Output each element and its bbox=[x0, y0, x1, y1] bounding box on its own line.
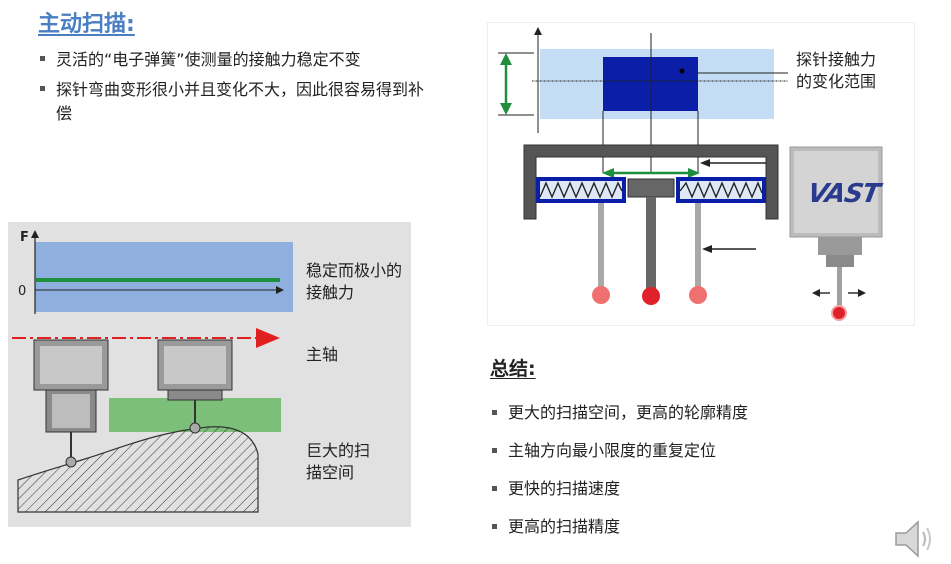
scan-space-figure: F 0 稳定而极小的接触力 主轴 巨大的扫描空间 bbox=[8, 222, 411, 527]
summary-item: 更快的扫描速度 bbox=[490, 478, 910, 500]
spindle-label: 主轴 bbox=[306, 345, 339, 364]
summary-item: 主轴方向最小限度的重复定位 bbox=[490, 440, 910, 462]
speaker-icon[interactable] bbox=[890, 518, 936, 560]
summary-item: 更高的扫描精度 bbox=[490, 516, 910, 538]
force-label: 稳定而极小的接触力 bbox=[306, 261, 403, 302]
summary-title: 总结: bbox=[490, 358, 536, 380]
scan-space-diagram bbox=[12, 230, 293, 513]
page-title: 主动扫描: bbox=[38, 12, 135, 37]
scan-space-label: 巨大的扫描空间 bbox=[306, 441, 371, 482]
summary-list: 更大的扫描空间，更高的轮廓精度 主轴方向最小限度的重复定位 更快的扫描速度 更高… bbox=[490, 402, 910, 554]
summary-item: 更大的扫描空间，更高的轮廓精度 bbox=[490, 402, 910, 424]
axis-zero-label: 0 bbox=[18, 284, 27, 299]
probe-mechanism-figure: 探针接触力的变化范围 VAST bbox=[487, 22, 915, 326]
probe-mechanism-diagram bbox=[498, 27, 883, 321]
contact-force-range-label: 探针接触力的变化范围 bbox=[796, 50, 877, 91]
feature-item: 灵活的“电子弹簧”使测量的接触力稳定不变 bbox=[38, 48, 438, 72]
feature-list: 灵活的“电子弹簧”使测量的接触力稳定不变 探针弯曲变形很小并且变化不大，因此很容… bbox=[38, 48, 438, 132]
axis-f-label: F bbox=[20, 230, 29, 245]
vast-logo: VAST bbox=[805, 179, 882, 209]
feature-item: 探针弯曲变形很小并且变化不大，因此很容易得到补偿 bbox=[38, 78, 438, 126]
